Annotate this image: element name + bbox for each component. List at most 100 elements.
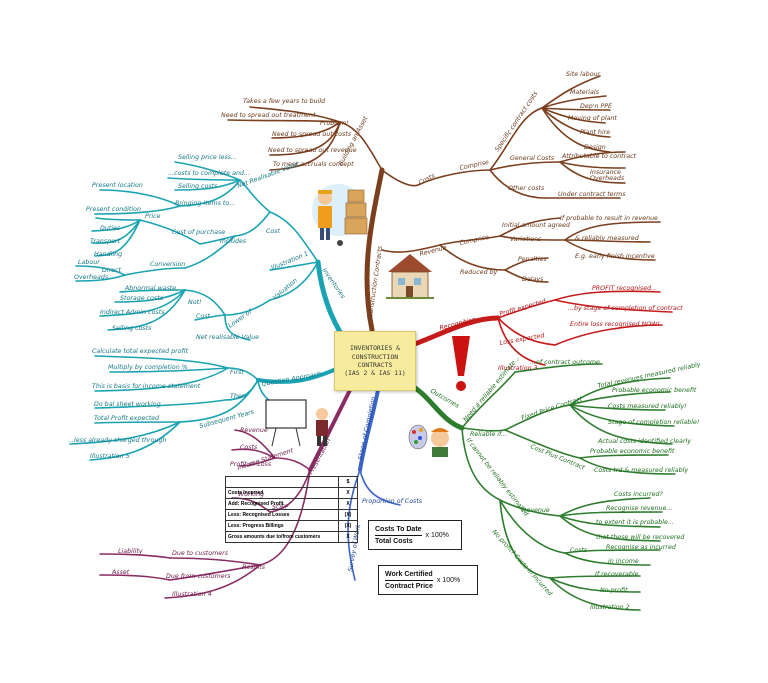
label-if-probable: If probable to result in revenue <box>560 214 658 222</box>
label-recognise-revenue: Recognise revenue... <box>606 505 672 512</box>
label-reduced-by: Reduced by <box>460 269 498 276</box>
sofp-row-value: (X) <box>338 509 358 521</box>
worker-with-boxes-illustration <box>312 184 368 246</box>
label-due-from: Due from customers <box>166 572 231 580</box>
formula-numerator-costs: Costs To Date <box>375 525 422 536</box>
central-topic-title: INVENTORIES & CONSTRUCTION CONTRACTS (IA… <box>344 344 406 378</box>
label-total-revenues: Total revenues measured reliably <box>597 360 702 390</box>
sofp-row: Less: Progress Billings(X) <box>225 520 358 532</box>
label-duties: Duties <box>100 224 121 232</box>
label-attributable: Attributable to contract <box>561 152 637 160</box>
label-costs: Costs <box>240 443 258 451</box>
label-revenue: Revenue <box>240 427 268 434</box>
label-selling-costs: Selling costs <box>178 182 218 190</box>
label-profit-loss: Profit or Loss <box>230 460 272 468</box>
man-with-candy-jar-illustration <box>408 424 449 457</box>
branch-stage <box>358 388 380 472</box>
label-costs-out: Costs <box>570 546 588 554</box>
label-proportion-costs: Proportion of Costs <box>362 497 423 505</box>
branch-presentation <box>308 388 352 472</box>
label-plant-hire: Plant hire <box>580 128 610 136</box>
label-under-terms: Under contract terms <box>558 190 626 198</box>
label-delays: Delays <box>522 276 544 283</box>
label-costs-trd: Costs trd & measured reliably <box>594 466 688 474</box>
label-selling-price: Selling price less... <box>178 154 237 161</box>
label-total-profit: Total Profit expected <box>94 414 160 422</box>
label-illustration-5: Illustration 5 <box>90 452 130 460</box>
sofp-row-value: $ <box>338 476 358 488</box>
formula-box-work: Work Certified Contract Price x 100% <box>378 565 478 595</box>
branch-recognition <box>409 315 501 348</box>
label-stage-reliable: Stage of completion reliable! <box>608 418 700 426</box>
sofp-row-label <box>225 476 339 488</box>
exclamation-mark <box>452 336 470 391</box>
label-due-to: Due to customers <box>172 549 229 557</box>
label-direct: Direct <box>102 266 122 274</box>
label-asset: Asset <box>111 568 130 576</box>
house-illustration <box>386 254 434 299</box>
label-materials: Materials <box>570 88 600 96</box>
label-overheads: Overheads <box>590 175 625 182</box>
label-recognise-incurred: Recognise as incurred <box>606 544 677 551</box>
label-early-finish: E.g. early finish incentive <box>575 252 655 260</box>
label-balance-sheet: Do bal sheet working <box>94 400 161 408</box>
label-results: Results <box>242 563 266 571</box>
label-transport: Transport <box>90 237 121 245</box>
label-if-recoverable: If recoverable <box>595 571 639 578</box>
label-actual-costs: Actual costs identified clearly <box>597 437 691 445</box>
sofp-row-label: Add: Recognised Profit <box>225 498 339 510</box>
label-to-extent: to extent it is probable... <box>596 518 674 526</box>
label-then: Then <box>230 393 246 400</box>
label-costs-complete: ...costs to complete and... <box>168 169 250 177</box>
sofp-row-label: Less: Progress Billings <box>225 520 339 532</box>
label-price: Price <box>145 213 161 220</box>
label-initial-amount: Initial amount agreed <box>502 221 571 229</box>
label-variations: Variations <box>510 235 542 243</box>
label-comprise-rev: Comprise <box>459 234 490 247</box>
label-specific-costs: Specific contract costs <box>493 89 540 153</box>
label-no-profit-all: No profit? Costs in Incurred <box>491 528 555 598</box>
formula-denominator-work: Contract Price <box>385 583 433 590</box>
label-costs-incurred: Costs incurred? <box>614 490 664 498</box>
label-abnormal-waste: Abnormal waste <box>124 284 176 292</box>
label-takes-years: Takes a few years to build <box>243 97 326 105</box>
label-loss-expected: Loss expected <box>499 331 546 347</box>
label-costs-measured: Costs measured reliably! <box>608 402 687 410</box>
label-multiply: Multiply by completion % <box>108 363 188 371</box>
label-costs: Costs <box>417 171 437 187</box>
label-includes: Includes <box>220 238 247 245</box>
label-cost: Cost <box>266 227 281 235</box>
label-site-labour: Site labour <box>566 70 601 78</box>
label-less-charged: ...less already charged through <box>68 436 167 444</box>
label-by-stage: ...by stage of completion of contract <box>568 304 683 312</box>
label-present-condition: Present condition <box>86 205 141 213</box>
label-present-location: Present location <box>92 181 143 189</box>
label-cannot-estimate: If cannot be reliably estimated <box>464 436 530 518</box>
label-spread-costs: Need to spread out costs <box>272 130 352 138</box>
sofp-row: $ <box>225 476 358 488</box>
formula-multiplier-costs: x 100% <box>425 531 449 539</box>
label-probable-benefit: Probable economic benefit <box>612 386 697 394</box>
label-bringing-items: Bringing items to... <box>175 199 235 207</box>
label-reliable-if: Reliable if... <box>470 431 507 438</box>
label-general-costs: General Costs <box>510 154 555 162</box>
label-conversion: Conversion <box>150 261 185 268</box>
label-selling-costs-2: Selling costs <box>112 324 152 332</box>
sofp-row-value: X <box>338 498 358 510</box>
label-no-profit: No profit <box>600 586 628 594</box>
label-design: Design <box>584 144 606 151</box>
label-entire-loss: Entire loss recognised NOW! <box>570 320 660 328</box>
label-spread-revenue: Need to spread out revenue <box>268 146 357 154</box>
label-of-outcome: ...of contract outcome <box>530 358 600 366</box>
formula-box-costs: Costs To Date Total Costs x 100% <box>368 520 462 550</box>
label-accruals: To meet accruals concept <box>273 160 354 168</box>
label-storage-costs: Storage costs <box>120 294 164 302</box>
sofp-row: Less: Recognised Losses(X) <box>225 509 358 521</box>
label-illustration-3: Illustration 3 <box>498 364 538 372</box>
label-revenue: Revenue <box>522 507 550 514</box>
